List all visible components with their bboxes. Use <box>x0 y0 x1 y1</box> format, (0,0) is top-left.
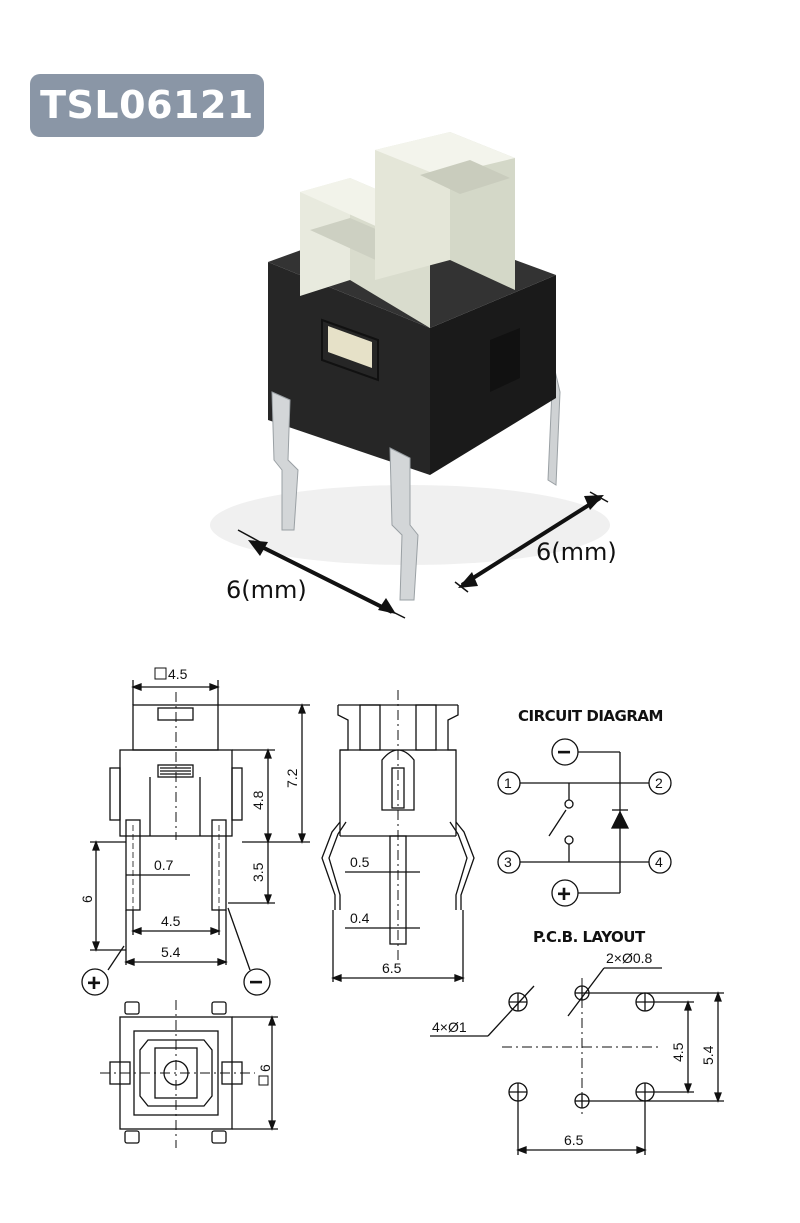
side-view: 0.5 0.4 6.5 <box>321 690 475 982</box>
circuit-minus: − <box>557 739 571 766</box>
technical-drawing: 4.5 7.2 4.8 3.5 <box>79 666 724 1155</box>
circuit-plus: + <box>557 881 571 908</box>
circuit-diagram: CIRCUIT DIAGRAM 1 2 3 4 − + <box>497 707 672 908</box>
product-photo <box>210 132 610 619</box>
front-height-body: 4.8 <box>250 790 266 810</box>
model-badge: TSL06121 <box>30 74 264 137</box>
pcb-dim-horizontal: 6.5 <box>564 1132 584 1148</box>
front-minus-symbol: − <box>249 969 263 996</box>
front-view: 4.5 7.2 4.8 3.5 <box>79 666 310 997</box>
front-height-total: 7.2 <box>284 768 300 788</box>
front-pin-width: 0.7 <box>154 857 174 873</box>
front-plus-symbol: + <box>87 970 101 997</box>
side-width: 6.5 <box>382 960 402 976</box>
circuit-title: CIRCUIT DIAGRAM <box>518 707 663 725</box>
front-pin-span: 6 <box>79 895 95 903</box>
pcb-title: P.C.B. LAYOUT <box>533 928 646 946</box>
circuit-pin-4: 4 <box>655 854 663 870</box>
pcb-small-holes: 2×Ø0.8 <box>606 950 653 966</box>
pcb-large-holes: 4×Ø1 <box>432 1019 467 1035</box>
front-pin-pitch-inner: 4.5 <box>161 913 181 929</box>
circuit-pin-3: 3 <box>504 854 512 870</box>
side-dim-b: 0.4 <box>350 910 370 926</box>
circuit-pin-2: 2 <box>655 775 663 791</box>
dimension-label-side: 6(mm) <box>536 538 617 566</box>
pcb-dim-vertical-inner: 4.5 <box>670 1042 686 1062</box>
front-pin-pitch-outer: 5.4 <box>161 944 181 960</box>
top-view: 6 <box>100 1000 278 1148</box>
pcb-dim-vertical-outer: 5.4 <box>700 1045 716 1065</box>
dimension-label-front: 6(mm) <box>226 576 307 604</box>
circuit-pin-1: 1 <box>504 775 512 791</box>
front-top-width: 4.5 <box>168 666 188 682</box>
top-view-size: 6 <box>257 1064 273 1072</box>
side-dim-a: 0.5 <box>350 854 370 870</box>
pcb-layout: P.C.B. LAYOUT 2×Ø0.8 4×Ø1 4.5 5.4 <box>430 928 724 1155</box>
front-pin-length: 3.5 <box>250 862 266 882</box>
